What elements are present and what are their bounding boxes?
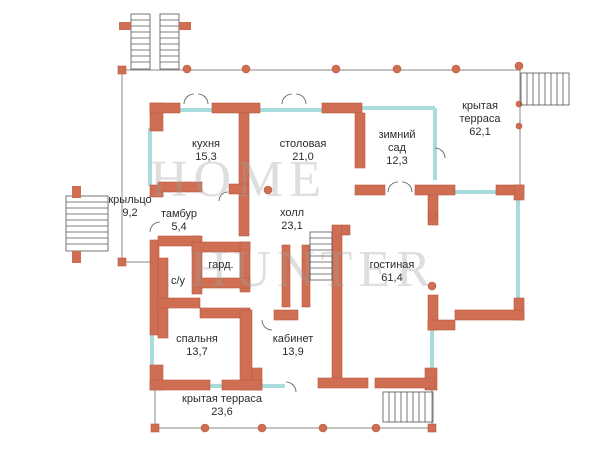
room-wc-name: с/у — [170, 275, 186, 287]
room-dining-label: столовая 21,0 — [268, 138, 338, 164]
room-study-area: 13,9 — [282, 346, 304, 358]
room-wardrobe-name: гард. — [208, 259, 234, 271]
stairs-bottom — [382, 391, 434, 423]
room-wc-label: с/у — [166, 275, 190, 288]
room-winter-garden-label: зимний сад 12,3 — [368, 129, 426, 168]
room-bedroom-name: спальня — [176, 333, 218, 345]
room-winter-garden-area: 12,3 — [386, 155, 408, 167]
room-winter-garden-name-2: сад — [387, 142, 407, 154]
room-terrace-top-label: крытая терраса 62,1 — [448, 100, 512, 139]
room-porch-name: крыльцо — [108, 194, 152, 206]
room-kitchen-name: кухня — [192, 138, 220, 150]
room-terrace-top-name-1: крытая — [462, 100, 498, 112]
room-vestibule-area: 5,4 — [171, 221, 187, 233]
walls — [149, 102, 525, 391]
stairs-left — [65, 195, 109, 252]
room-kitchen-label: кухня 15,3 — [176, 138, 236, 164]
room-kitchen-area: 15,3 — [195, 151, 217, 163]
watermark-line-1: HOME — [150, 151, 328, 208]
doors — [149, 93, 446, 393]
room-terrace-top-area: 62,1 — [469, 126, 491, 138]
columns — [117, 61, 524, 433]
room-hall-label: холл 23,1 — [266, 207, 318, 233]
room-hall-name: холл — [279, 207, 305, 219]
room-wardrobe-label: гард. — [202, 259, 240, 272]
room-living-name: гостиная — [369, 259, 415, 271]
stairs-left-posts — [72, 186, 81, 263]
stairs-top-posts — [119, 22, 191, 30]
room-winter-garden-name-1: зимний — [378, 129, 416, 141]
room-hall-area: 23,1 — [281, 220, 303, 232]
room-living-label: гостиная 61,4 — [360, 259, 424, 285]
room-terrace-bottom-label: крытая терраса 23,6 — [166, 393, 278, 419]
room-study-name: кабинет — [272, 333, 314, 345]
room-bedroom-area: 13,7 — [186, 346, 208, 358]
room-vestibule-name: тамбур — [160, 208, 198, 220]
room-dining-area: 21,0 — [292, 151, 314, 163]
room-study-label: кабинет 13,9 — [260, 333, 326, 359]
room-vestibule-label: тамбур 5,4 — [150, 208, 208, 234]
room-living-area: 61,4 — [381, 272, 403, 284]
stairs-hall — [309, 231, 333, 281]
stairs-right — [520, 72, 570, 106]
room-porch-label: крыльцо 9,2 — [100, 194, 160, 220]
room-bedroom-label: спальня 13,7 — [166, 333, 228, 359]
watermark-line-2: HUNTER — [190, 241, 437, 298]
room-terrace-bottom-area: 23,6 — [211, 406, 233, 418]
room-terrace-top-name-2: терраса — [459, 113, 501, 125]
stairs-top — [130, 13, 180, 70]
room-terrace-bottom-name: крытая терраса — [182, 393, 262, 405]
room-porch-area: 9,2 — [122, 207, 138, 219]
room-dining-name: столовая — [279, 138, 327, 150]
